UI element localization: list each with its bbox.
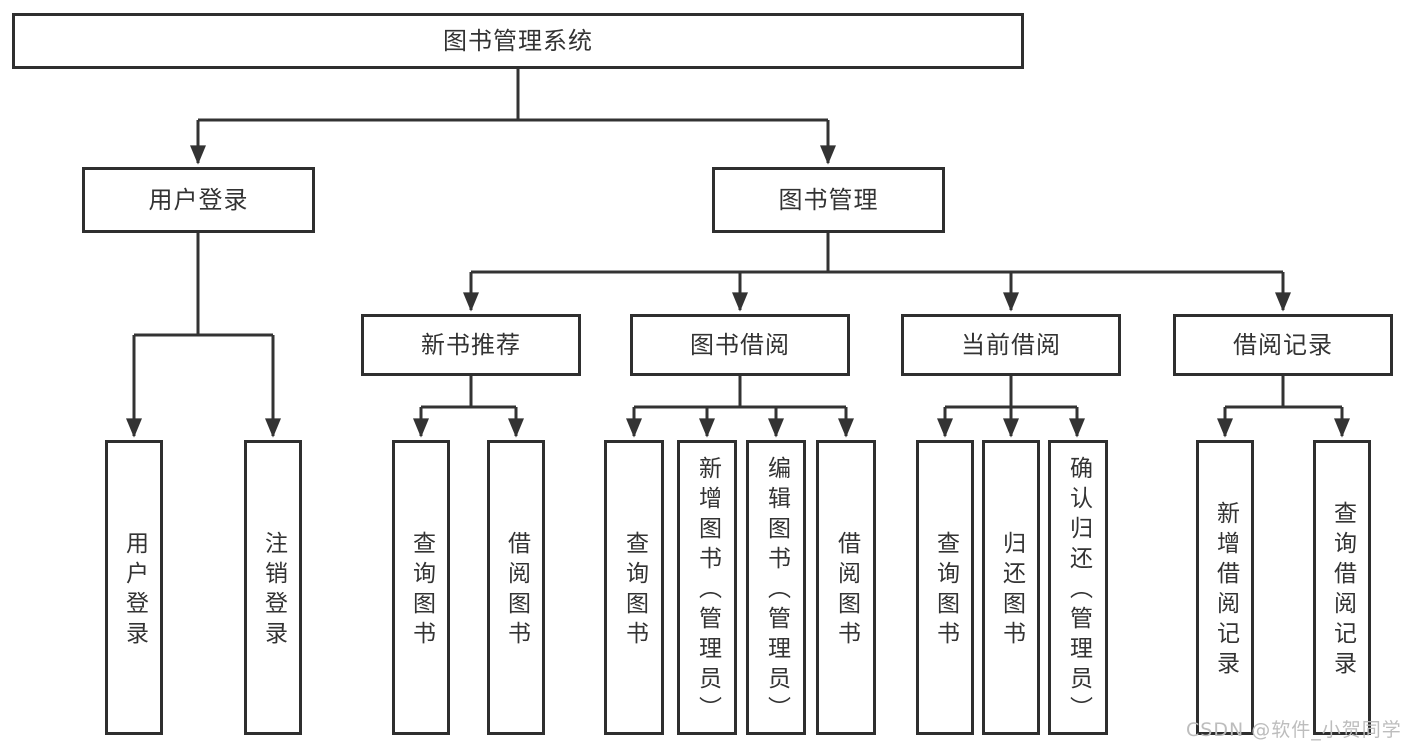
leaf-query-books-current: 查询图书 — [916, 440, 974, 735]
node-library-management-system: 图书管理系统 — [12, 13, 1024, 69]
leaf-add-book-admin: 新增图书（管理员） — [677, 440, 737, 735]
leaf-user-login: 用户登录 — [105, 440, 163, 735]
node-current-borrowing: 当前借阅 — [901, 314, 1121, 376]
leaf-query-borrow-record: 查询借阅记录 — [1313, 440, 1371, 735]
leaf-confirm-return-admin: 确认归还（管理员） — [1048, 440, 1108, 735]
node-new-book-recommendation: 新书推荐 — [361, 314, 581, 376]
leaf-query-books-newbook: 查询图书 — [392, 440, 450, 735]
leaf-borrow-books-borrow: 借阅图书 — [816, 440, 876, 735]
node-borrowing-records: 借阅记录 — [1173, 314, 1393, 376]
node-book-management: 图书管理 — [712, 167, 945, 233]
leaf-borrow-books-newbook: 借阅图书 — [487, 440, 545, 735]
node-user-login: 用户登录 — [82, 167, 315, 233]
leaf-logout: 注销登录 — [244, 440, 302, 735]
leaf-query-books-borrow: 查询图书 — [604, 440, 664, 735]
leaf-return-books: 归还图书 — [982, 440, 1040, 735]
leaf-add-borrow-record: 新增借阅记录 — [1196, 440, 1254, 735]
node-book-borrowing: 图书借阅 — [630, 314, 850, 376]
leaf-edit-book-admin: 编辑图书（管理员） — [746, 440, 806, 735]
watermark: CSDN @软件_小贺同学 — [1186, 719, 1402, 741]
